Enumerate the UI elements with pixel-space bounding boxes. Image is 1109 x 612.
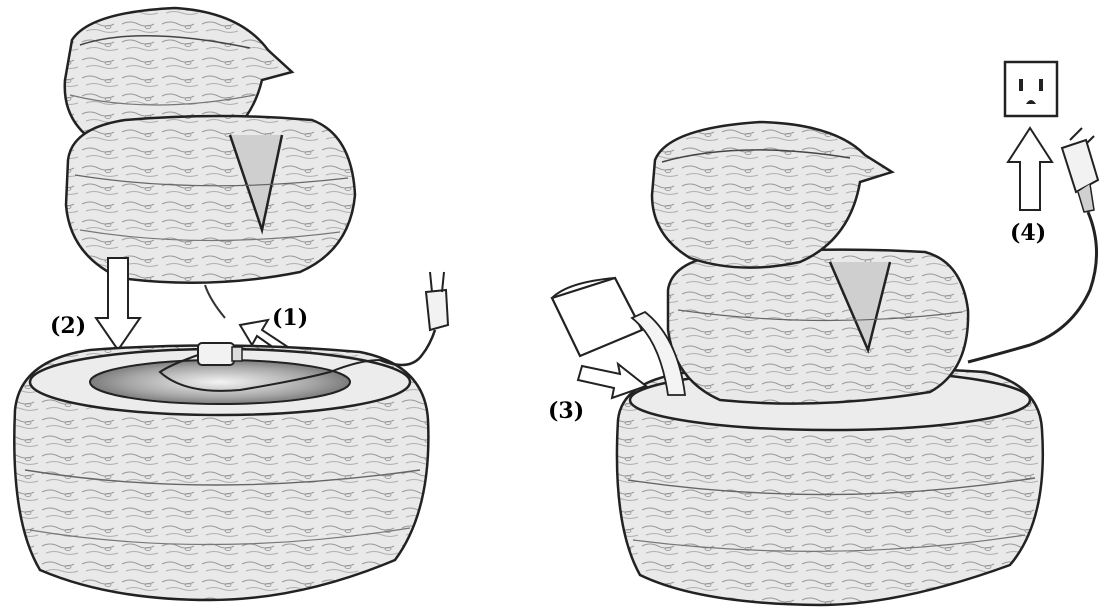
right-top-bowl <box>652 122 892 268</box>
arrow-step-4 <box>1008 128 1052 210</box>
right-assembly-illustration: (3) (4) <box>548 62 1098 605</box>
step-1-label: (1) <box>272 305 308 331</box>
step-2-label: (2) <box>50 313 86 339</box>
wall-outlet <box>1005 62 1057 116</box>
left-assembly-illustration: (2) (1) <box>14 8 448 600</box>
right-middle-tier <box>668 250 968 404</box>
right-power-plug <box>1062 128 1098 212</box>
bottom-basin <box>14 345 428 600</box>
step-3-label: (3) <box>548 398 584 424</box>
step-4-label: (4) <box>1010 220 1046 246</box>
left-power-cord <box>380 272 448 365</box>
